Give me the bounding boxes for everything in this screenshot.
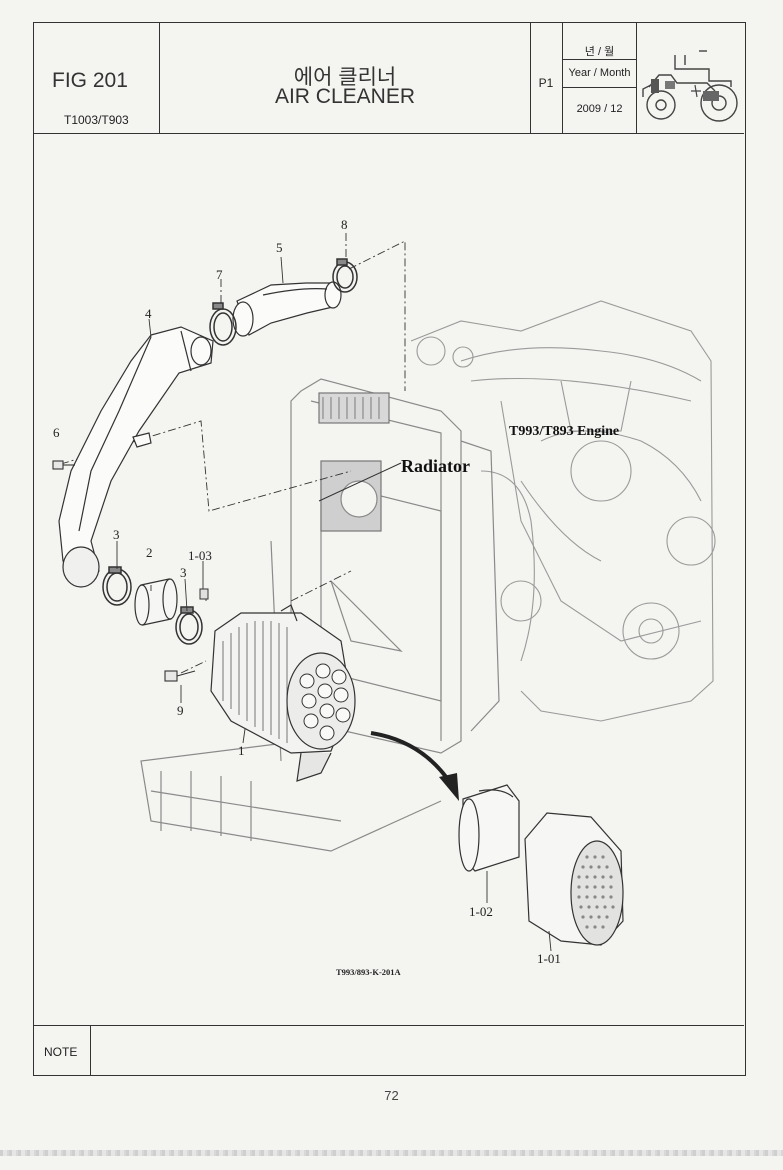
note-divider <box>34 1025 744 1026</box>
part-7-clamp <box>209 302 237 346</box>
header-col-line <box>562 23 563 133</box>
engine-block-drawing <box>410 300 716 722</box>
drawing-code: T993/893-K-201A <box>336 967 402 977</box>
radiator-drawing <box>140 378 500 852</box>
scan-artifact <box>0 1150 783 1156</box>
callout-1: 1 <box>238 743 245 758</box>
tractor-icon <box>642 50 738 122</box>
callout-9: 9 <box>177 703 184 718</box>
header-col-line <box>636 23 637 133</box>
page-title-korean: 에어 클리너 <box>293 66 397 89</box>
engine-label: T993/T893 Engine <box>509 424 619 439</box>
part-4-intake-hose <box>58 326 214 588</box>
part-6-bolt <box>52 460 75 470</box>
header-col-line <box>159 23 160 133</box>
year-month-label: Year / Month <box>568 67 631 79</box>
year-month-label-korean: 년 / 월 <box>584 46 615 58</box>
callout-3: 3 <box>113 527 120 542</box>
part-3-clamp <box>102 566 132 606</box>
part-5-elbow-hose <box>232 281 342 337</box>
callout-1-01: 1-01 <box>537 951 561 966</box>
figure-code: FIG 201 <box>52 69 128 92</box>
callout-1-02: 1-02 <box>469 904 493 919</box>
part-1-02-inner-filter <box>458 784 520 872</box>
note-col-line <box>90 1025 91 1075</box>
part-1-air-cleaner <box>210 604 356 782</box>
exploded-parts-diagram: Radiator T993/T893 Engine <box>52 217 716 977</box>
callout-4: 4 <box>145 306 152 321</box>
part-9-bolt <box>164 670 196 682</box>
callout-6: 6 <box>53 425 60 440</box>
header-row-line <box>562 87 636 88</box>
header-divider <box>34 133 744 134</box>
callout-7: 7 <box>216 267 223 282</box>
model-code: T1003/T903 <box>64 113 129 127</box>
callout-1-03: 1-03 <box>188 548 212 563</box>
part-1-01-outer-filter <box>524 812 624 946</box>
callout-2: 2 <box>146 545 153 560</box>
callout-5: 5 <box>276 240 283 255</box>
page-title: AIR CLEANER <box>274 85 416 108</box>
page-frame: FIG 201 T1003/T903 에어 클리너 AIR CLEANER P1… <box>33 22 746 1076</box>
callout-8: 8 <box>341 217 348 232</box>
page-number: 72 <box>384 1088 399 1103</box>
radiator-label: Radiator <box>401 456 470 476</box>
part-2-coupler <box>134 578 178 626</box>
part-1-03-fitting <box>199 588 209 600</box>
header-row-line <box>562 59 636 60</box>
page-code: P1 <box>538 76 554 90</box>
header-col-line <box>530 23 531 133</box>
revision-date: 2009 / 12 <box>576 103 623 115</box>
part-8-clamp <box>332 258 358 293</box>
part-3-clamp-second <box>175 606 203 645</box>
note-label: NOTE <box>44 1045 78 1059</box>
callout-3-second: 3 <box>180 565 187 580</box>
